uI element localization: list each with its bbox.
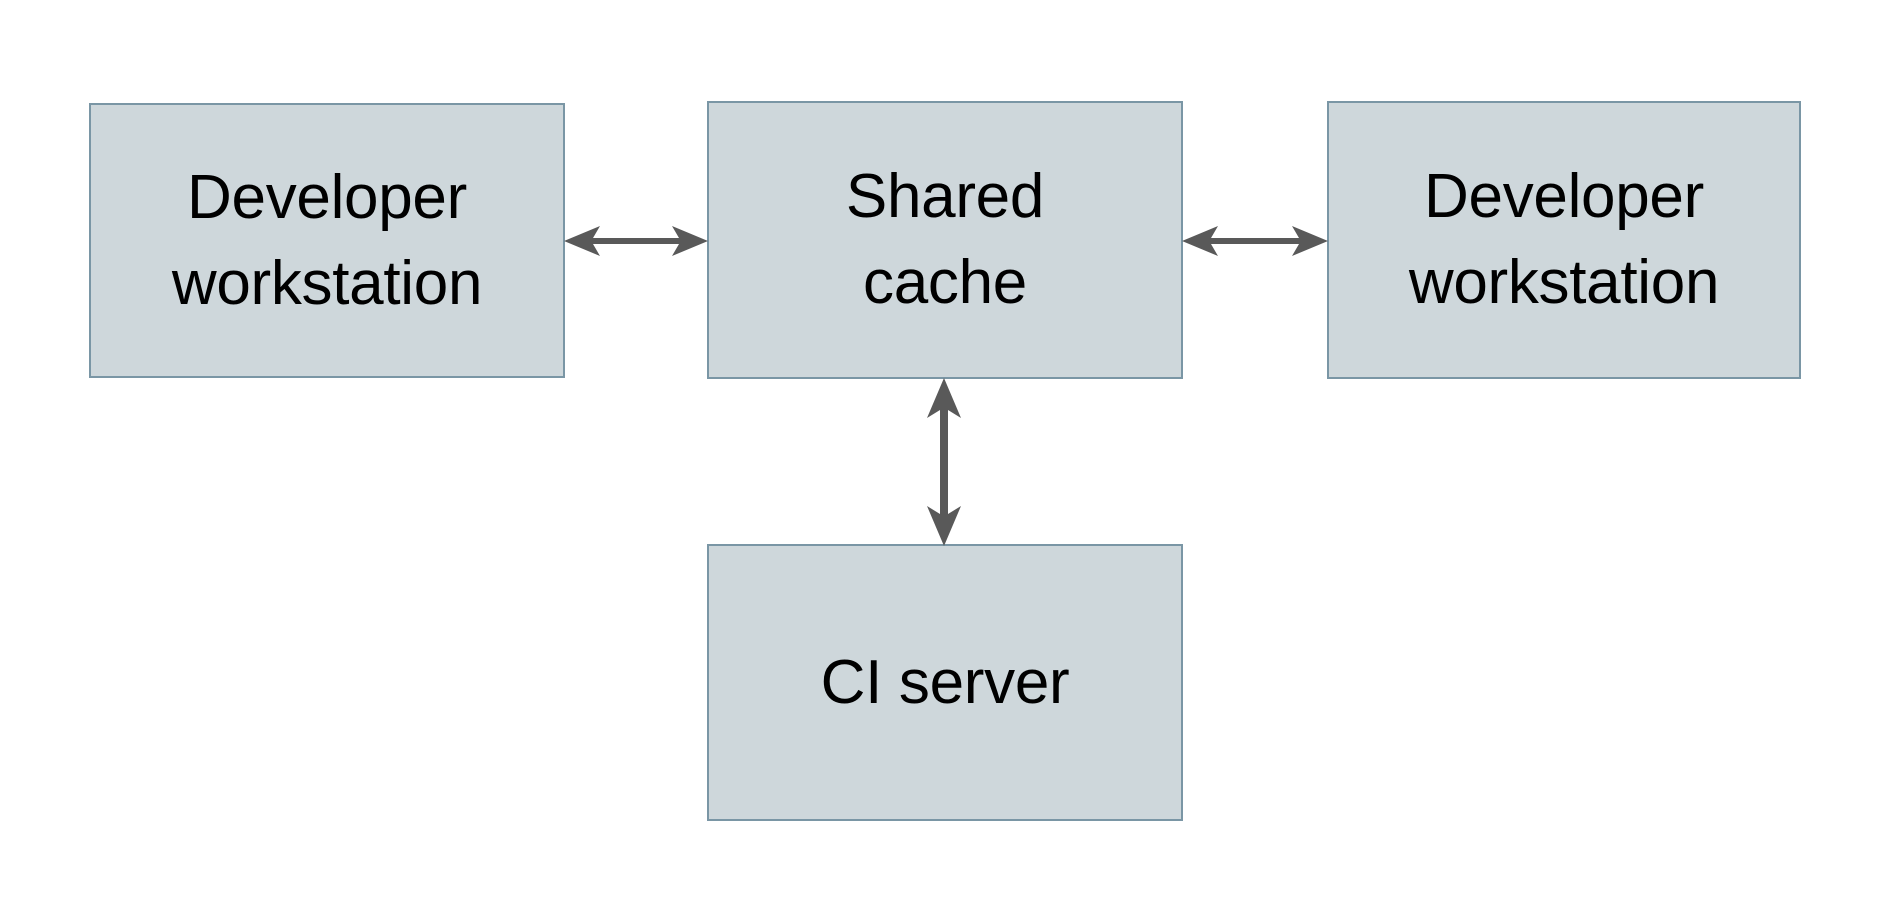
node-ci-server[interactable]: CI server [707, 544, 1183, 821]
node-label: Shared cache [845, 162, 1045, 317]
node-label: CI server [820, 647, 1070, 717]
edge-developer-workstation-left-to-shared-cache[interactable] [560, 206, 712, 276]
node-developer-workstation-right[interactable]: Developer workstation [1327, 101, 1801, 379]
node-label: Developer workstation [171, 162, 483, 318]
edge-shared-cache-to-ci-server[interactable] [909, 374, 979, 550]
double-arrow-icon [927, 378, 961, 546]
double-arrow-icon [1182, 226, 1328, 256]
node-developer-workstation-left[interactable]: Developer workstation [89, 103, 565, 378]
node-label: Developer workstation [1408, 162, 1720, 317]
double-arrow-icon [564, 226, 708, 256]
edge-shared-cache-to-developer-workstation-right[interactable] [1178, 206, 1332, 276]
node-shared-cache[interactable]: Shared cache [707, 101, 1183, 379]
